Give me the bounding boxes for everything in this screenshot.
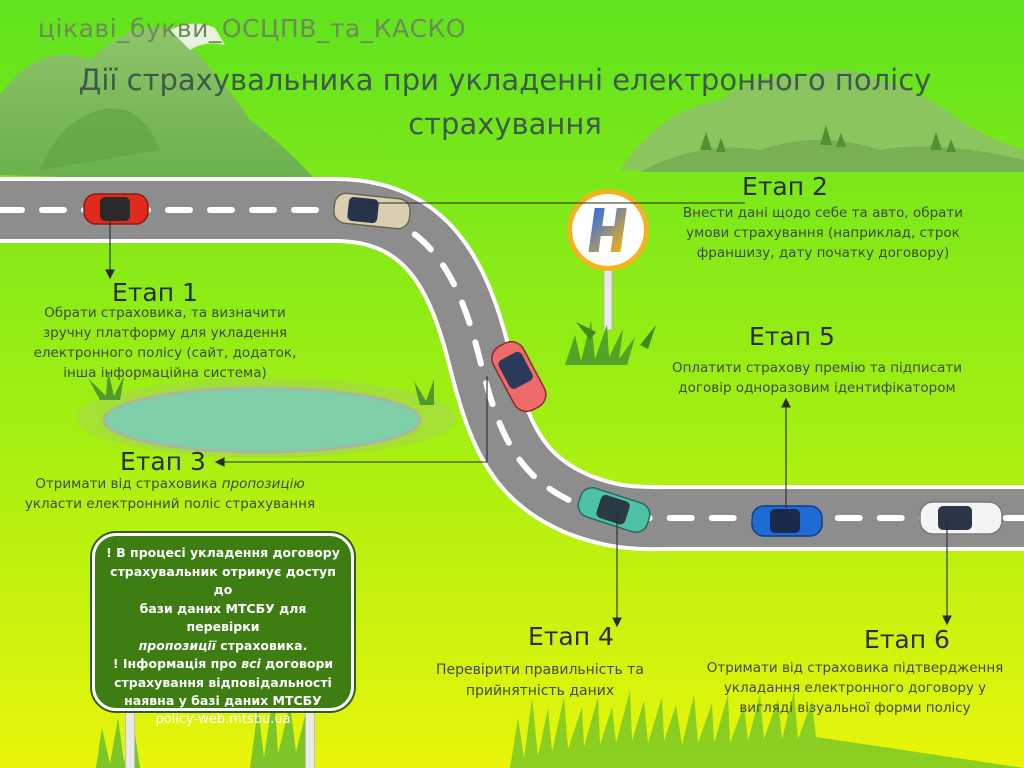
stage-4-line: Перевірити правильність та	[436, 662, 644, 678]
stage-2-title: Етап 2	[742, 172, 828, 201]
sign-line: ! Інформація про всі договори	[103, 655, 343, 674]
sign-post-left	[125, 711, 135, 768]
car-icon	[491, 340, 547, 413]
sign-post-right	[305, 711, 315, 768]
brand-label: цікаві_букви_ОСЦПВ_та_КАСКО	[38, 14, 466, 43]
stage-1-line: Обрати страховика, та визначити	[44, 305, 286, 321]
stage-3-line: укласти електронний поліс страхування	[24, 496, 316, 512]
sign-line: бази даних МТСБУ для перевірки	[139, 600, 307, 635]
stage-3-text: Отримати від страховика	[35, 476, 222, 492]
stage-5-title: Етап 5	[749, 322, 835, 351]
stage-1-desc: Обрати страховика, та визначити зручну п…	[10, 303, 320, 383]
sign-emphasis: пропозиції	[138, 637, 216, 653]
logo-sign-icon	[567, 189, 649, 331]
sign-url: policy-web.mtsbu.ua	[155, 711, 291, 727]
stage-4-title: Етап 4	[528, 622, 614, 651]
stage-2-desc: Внести дані щодо себе та авто, обрати ум…	[668, 203, 978, 263]
title-line-1: Дії страхувальника при укладенні електро…	[78, 63, 932, 97]
stage-3-line: Отримати від страховика пропозицію	[10, 474, 330, 494]
sign-line: пропозиції страховика.	[103, 637, 343, 656]
sign-text: ! Інформація про	[112, 656, 242, 671]
stage-3-desc: Отримати від страховика пропозицію уклас…	[10, 474, 330, 514]
stage-6-line: укладання електронного договору у	[723, 680, 987, 696]
sign-emphasis: всі	[241, 656, 261, 671]
car-icon	[577, 486, 651, 534]
car-icon	[83, 193, 149, 225]
stage-5-line: договір одноразовим ідентифікатором	[678, 380, 956, 396]
stage-1-title: Етап 1	[112, 278, 198, 307]
mountain-icon	[620, 69, 1024, 172]
lake-icon	[76, 370, 456, 458]
sign-text: страховика.	[215, 637, 308, 653]
stage-4-line: прийнятність даних	[465, 683, 615, 699]
grass-icon	[565, 321, 656, 365]
title-line-2: страхування	[408, 107, 602, 141]
connector-lines	[105, 202, 952, 628]
info-sign: ! В процесі укладення договору страхувал…	[92, 533, 354, 727]
sign-text: договори	[260, 656, 334, 671]
sign-line: ! В процесі укладення договору	[106, 545, 340, 560]
stage-3-emphasis: пропозицію	[221, 476, 305, 492]
stage-1-line: інша інформаційна система)	[63, 365, 267, 381]
page-title: Дії страхувальника при укладенні електро…	[20, 58, 990, 146]
sign-line: наявна у базі даних МТСБУ	[124, 693, 322, 708]
stage-6-title: Етап 6	[864, 625, 950, 654]
stage-6-line: Отримати від страховика підтвердження	[706, 660, 1004, 676]
sign-line: страхувальник отримує доступ до	[110, 563, 336, 598]
stage-2-line: Внести дані щодо себе та авто, обрати	[682, 205, 964, 221]
stage-1-line: зручну платформу для укладення	[42, 325, 288, 341]
stage-3-title: Етап 3	[120, 447, 206, 476]
stage-5-line: Оплатити страхову премію та підписати	[671, 360, 963, 376]
stage-6-line: вигляді візуальної форми полісу	[739, 700, 971, 716]
stage-4-desc: Перевірити правильність та прийнятність …	[395, 660, 685, 702]
stage-6-desc: Отримати від страховика підтвердження ук…	[690, 658, 1020, 718]
mountain-icon	[0, 23, 320, 185]
stage-2-line: умови страхування (наприклад, строк	[686, 225, 960, 241]
car-icon	[919, 501, 1003, 535]
car-icon	[333, 192, 411, 230]
stage-1-line: електронного полісу (сайт, додаток,	[33, 345, 297, 361]
stage-5-desc: Оплатити страхову премію та підписати до…	[662, 358, 972, 398]
stage-2-line: франшизу, дату початку договору)	[696, 245, 950, 261]
sign-line: страхування відповідальності	[114, 674, 332, 690]
car-icon	[751, 505, 823, 537]
